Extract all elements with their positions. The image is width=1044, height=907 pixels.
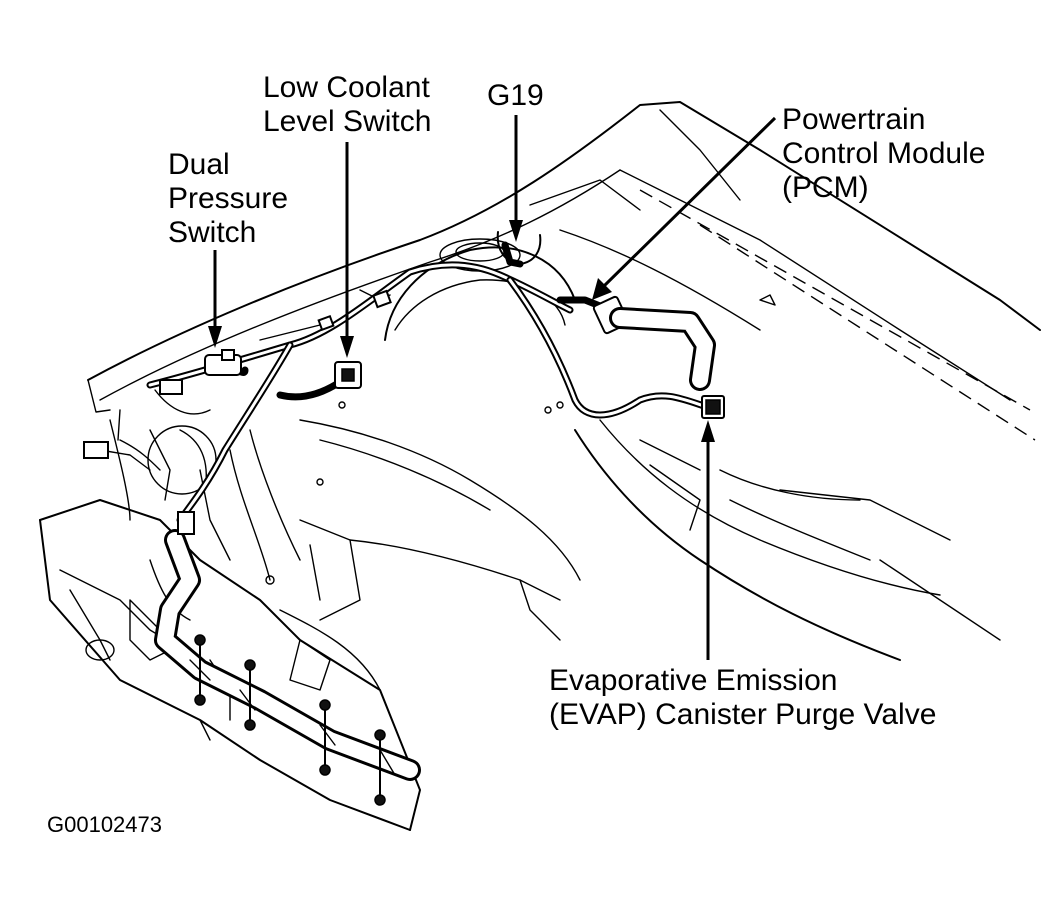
label-pcm: Powertrain Control Module (PCM) xyxy=(782,103,985,205)
figure-code: G00102473 xyxy=(47,812,162,837)
label-evap: Evaporative Emission (EVAP) Canister Pur… xyxy=(549,664,936,732)
label-g19: G19 xyxy=(487,79,544,113)
callout-leaders xyxy=(208,115,777,660)
leader-pcm xyxy=(602,116,777,288)
label-line: Pressure xyxy=(168,182,289,215)
body-structure xyxy=(39,101,1041,831)
label-line: (PCM) xyxy=(782,171,869,204)
label-line: Level Switch xyxy=(263,105,432,138)
label-line: (EVAP) Canister Purge Valve xyxy=(549,698,937,731)
label-dual-pressure-switch: Dual Pressure Switch xyxy=(168,148,288,250)
components xyxy=(83,231,725,585)
label-line: Switch xyxy=(168,216,257,249)
label-line: Control Module xyxy=(782,137,986,170)
label-low-coolant-level-switch: Low Coolant Level Switch xyxy=(263,71,431,139)
label-line: Powertrain xyxy=(782,103,926,136)
label-line: Dual xyxy=(168,148,230,181)
label-line: Evaporative Emission xyxy=(549,664,838,697)
connector-left xyxy=(83,441,109,459)
radiator-hose xyxy=(154,529,421,806)
label-line: G19 xyxy=(487,79,544,112)
label-line: Low Coolant xyxy=(263,71,430,104)
